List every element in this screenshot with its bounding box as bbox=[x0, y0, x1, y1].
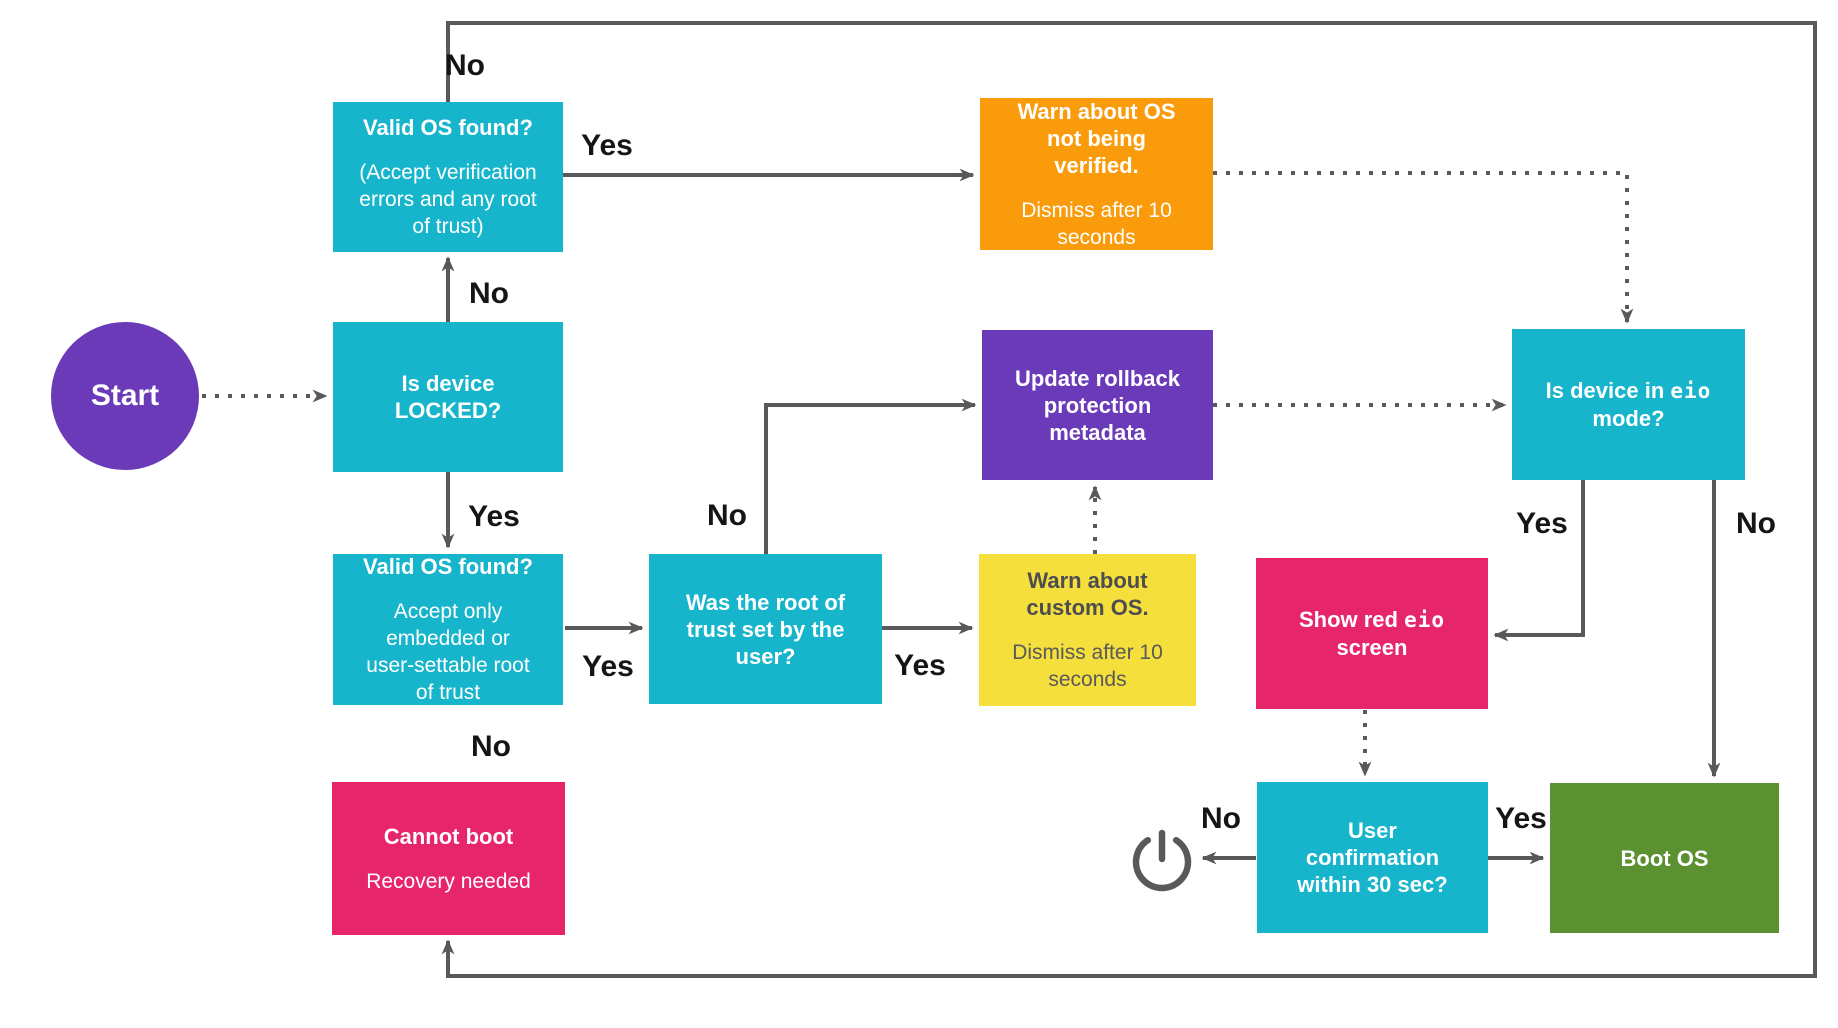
show-red-eio-code: eio bbox=[1404, 608, 1446, 632]
connector-warn-unverified-to-eio bbox=[1213, 171, 1634, 324]
eio-mode-suffix: mode? bbox=[1592, 406, 1665, 431]
node-valid-os-any-root-title: Valid OS found? bbox=[363, 115, 533, 140]
node-warn-os-not-verified-subtitle: Dismiss after 10 seconds bbox=[1021, 198, 1172, 249]
edge-label-validtop-yes: Yes bbox=[581, 129, 633, 162]
node-valid-os-any-root-subtitle: (Accept verification errors and any root… bbox=[359, 161, 537, 238]
node-warn-custom-os: Warn about custom OS. Dismiss after 10 s… bbox=[979, 554, 1196, 706]
eio-mode-prefix: Is device in bbox=[1545, 378, 1671, 403]
connector-eio-yes-to-red-screen bbox=[1493, 480, 1585, 642]
node-valid-os-restricted-root-text: Valid OS found? Accept only embedded or … bbox=[363, 535, 533, 724]
node-show-red-eio-screen-title: Show red eio screen bbox=[1299, 606, 1445, 661]
node-boot-os-title: Boot OS bbox=[1620, 845, 1709, 871]
node-cannot-boot-title: Cannot boot bbox=[383, 823, 514, 849]
node-cannot-boot-text: Cannot boot Recovery needed bbox=[366, 805, 531, 913]
node-valid-os-restricted-root: Valid OS found? Accept only embedded or … bbox=[333, 554, 563, 705]
node-update-rollback-metadata-title: Update rollback protection metadata bbox=[1014, 365, 1181, 445]
power-icon bbox=[1132, 829, 1192, 892]
node-warn-custom-os-title: Warn about custom OS. bbox=[1026, 568, 1149, 620]
node-is-device-in-eio-mode-title: Is device in eio mode? bbox=[1546, 377, 1712, 432]
start-node: Start bbox=[51, 322, 199, 470]
node-is-device-locked: Is device LOCKED? bbox=[333, 322, 563, 472]
node-show-red-eio-screen: Show red eio screen bbox=[1256, 558, 1488, 709]
node-warn-os-not-verified-title: Warn about OS not being verified. bbox=[1017, 98, 1176, 178]
node-is-device-in-eio-mode: Is device in eio mode? bbox=[1512, 329, 1745, 480]
edge-label-validbottom-yes: Yes bbox=[582, 650, 634, 683]
node-warn-custom-os-subtitle: Dismiss after 10 seconds bbox=[1012, 641, 1163, 691]
edge-label-locked-yes: Yes bbox=[468, 500, 520, 533]
edge-label-root-trust-yes: Yes bbox=[894, 649, 946, 682]
connector-root-trust-no-to-rollback bbox=[764, 398, 977, 554]
node-user-confirmation-title: User confirmation within 30 sec? bbox=[1297, 818, 1448, 897]
node-warn-os-not-verified: Warn about OS not being verified. Dismis… bbox=[980, 98, 1213, 250]
edge-label-confirm-yes: Yes bbox=[1495, 802, 1547, 835]
node-update-rollback-metadata: Update rollback protection metadata bbox=[982, 330, 1213, 480]
node-root-of-trust-user-set-title: Was the root of trust set by the user? bbox=[685, 589, 846, 669]
edge-label-eio-yes: Yes bbox=[1516, 507, 1568, 540]
edge-label-validtop-no: No bbox=[445, 49, 485, 82]
node-cannot-boot-subtitle: Recovery needed bbox=[366, 869, 531, 893]
edge-label-eio-no: No bbox=[1736, 507, 1776, 540]
node-valid-os-any-root-text: Valid OS found? (Accept verification err… bbox=[359, 96, 536, 258]
node-valid-os-any-root: Valid OS found? (Accept verification err… bbox=[333, 102, 563, 252]
connector-validtop-no-loop-to-cannot-boot bbox=[441, 21, 1817, 978]
node-warn-os-not-verified-text: Warn about OS not being verified. Dismis… bbox=[1017, 80, 1175, 269]
node-boot-os: Boot OS bbox=[1550, 783, 1779, 933]
start-label: Start bbox=[90, 379, 160, 412]
edge-label-locked-no: No bbox=[469, 277, 509, 310]
edge-label-root-trust-no: No bbox=[707, 499, 747, 532]
node-user-confirmation: User confirmation within 30 sec? bbox=[1257, 782, 1488, 933]
show-red-eio-suffix: screen bbox=[1336, 635, 1408, 660]
show-red-eio-prefix: Show red bbox=[1298, 607, 1405, 632]
node-warn-custom-os-text: Warn about custom OS. Dismiss after 10 s… bbox=[1012, 549, 1163, 711]
node-cannot-boot: Cannot boot Recovery needed bbox=[332, 782, 565, 935]
edge-label-confirm-no: No bbox=[1201, 802, 1241, 835]
node-root-of-trust-user-set: Was the root of trust set by the user? bbox=[649, 554, 882, 704]
node-valid-os-restricted-root-title: Valid OS found? bbox=[363, 554, 533, 579]
node-valid-os-restricted-root-subtitle: Accept only embedded or user-settable ro… bbox=[366, 600, 530, 704]
edge-label-validbottom-no: No bbox=[471, 730, 511, 763]
node-is-device-locked-title: Is device LOCKED? bbox=[394, 371, 502, 423]
eio-mode-code: eio bbox=[1670, 379, 1712, 403]
